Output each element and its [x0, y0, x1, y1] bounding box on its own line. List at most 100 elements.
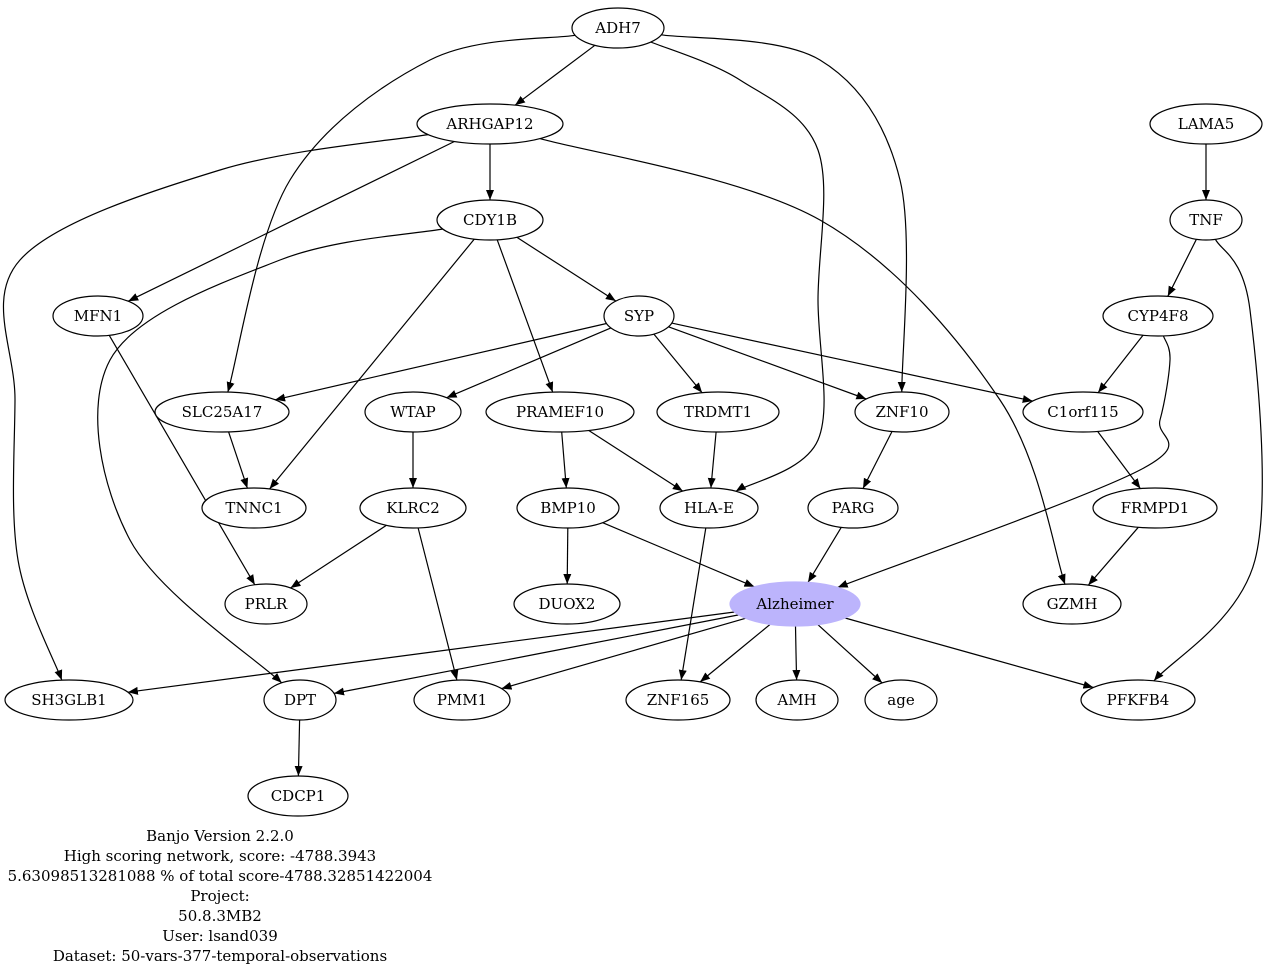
edge-mfn1-to-prlr [108, 335, 256, 586]
edge-line [226, 34, 576, 393]
node-wtap: WTAP [364, 391, 462, 433]
node-label: CDCP1 [271, 787, 326, 805]
node-shape [603, 295, 675, 337]
node-label: CDY1B [463, 211, 517, 229]
edge-c1orf115-to-frmpd1 [1097, 431, 1141, 489]
node-shape [656, 391, 780, 433]
edge-alzheimer-to-dpt [333, 614, 739, 696]
node-shape [359, 487, 467, 529]
edge-line [274, 322, 607, 402]
node-mfn1: MFN1 [52, 295, 144, 337]
edge-adh7-to-znf10 [661, 34, 908, 393]
node-adh7: ADH7 [571, 7, 665, 49]
edge-trdmt1-to-hla-e [707, 431, 717, 489]
edge-line [1097, 334, 1144, 393]
node-shape [807, 487, 899, 529]
node-age: age [864, 679, 938, 721]
node-shape [263, 679, 337, 721]
edge-line [699, 623, 771, 683]
caption-version: Banjo Version 2.2.0 [146, 827, 294, 845]
edge-line [707, 431, 717, 489]
node-label: CYP4F8 [1128, 307, 1189, 325]
node-label: TRDMT1 [684, 403, 752, 421]
edge-alzheimer-to-sh3glb1 [127, 611, 735, 695]
edge-line [844, 617, 1094, 689]
edge-line [514, 44, 596, 106]
edge-line [2, 134, 429, 681]
node-label: HLA-E [684, 499, 734, 517]
node-parg: PARG [807, 487, 899, 529]
node-shape [513, 583, 621, 625]
edge-alzheimer-to-pfkfb4 [844, 617, 1094, 689]
node-alzheimer: Alzheimer [729, 581, 861, 627]
node-label: ADH7 [594, 19, 640, 37]
node-label: PARG [832, 499, 875, 517]
edge-line [127, 611, 735, 695]
node-sh3glb1: SH3GLB1 [4, 679, 134, 721]
node-label: ZNF10 [875, 403, 928, 421]
node-tnnc1: TNNC1 [201, 487, 307, 529]
edge-line [668, 326, 867, 400]
node-dpt: DPT [263, 679, 337, 721]
edge-syp-to-trdmt1 [653, 333, 703, 394]
edge-line [496, 239, 554, 393]
edge-line [294, 719, 303, 777]
edge-line [1097, 431, 1141, 489]
edge-tnf-to-cyp4f8 [1167, 239, 1197, 297]
edge-line [862, 431, 893, 489]
edge-line [516, 236, 617, 302]
edge-line [807, 526, 842, 583]
edge-cdy1b-to-tnnc1 [269, 238, 475, 490]
node-shape [485, 391, 635, 433]
node-shape [224, 583, 308, 625]
node-label: GZMH [1047, 595, 1098, 613]
node-arhgap12: ARHGAP12 [416, 103, 564, 145]
edge-line [588, 429, 684, 492]
node-cyp4f8: CYP4F8 [1102, 295, 1214, 337]
node-label: TNF [1189, 211, 1223, 229]
node-shape [1022, 583, 1122, 625]
node-shape [416, 103, 564, 145]
edge-dpt-to-cdcp1 [294, 719, 303, 777]
edge-adh7-to-slc25a17 [226, 34, 576, 393]
edge-line [417, 527, 459, 681]
edge-line [661, 34, 908, 393]
node-label: LAMA5 [1178, 115, 1235, 133]
node-trdmt1: TRDMT1 [656, 391, 780, 433]
node-slc25a17: SLC25A17 [154, 391, 290, 433]
edge-adh7-to-arhgap12 [514, 44, 596, 106]
node-shape [1169, 199, 1243, 241]
edge-cyp4f8-to-alzheimer [837, 335, 1171, 588]
edge-line [1153, 239, 1263, 682]
edge-cdy1b-to-pramef10 [496, 239, 554, 393]
edge-syp-to-c1orf115 [671, 322, 1033, 403]
caption: Banjo Version 2.2.0 High scoring network… [0, 826, 440, 966]
edge-line [837, 335, 1171, 588]
edge-line [792, 625, 801, 681]
node-label: TNNC1 [225, 499, 282, 517]
caption-project-label: Project: [190, 887, 250, 905]
edge-line [653, 333, 703, 394]
node-duox2: DUOX2 [513, 583, 621, 625]
edge-line [817, 624, 883, 684]
node-label: PRLR [245, 595, 288, 613]
node-shape [364, 391, 462, 433]
edge-line [650, 41, 825, 492]
node-label: Alzheimer [755, 595, 834, 613]
node-znf10: ZNF10 [854, 391, 950, 433]
node-label: PRAMEF10 [516, 403, 604, 421]
node-shape [1102, 295, 1214, 337]
edge-frmpd1-to-gzmh [1087, 526, 1139, 586]
node-shape [413, 679, 511, 721]
node-tnf: TNF [1169, 199, 1243, 241]
edge-arhgap12-to-mfn1 [127, 140, 455, 302]
node-cdy1b: CDY1B [436, 199, 544, 241]
edge-bmp10-to-alzheimer [602, 522, 755, 588]
edge-syp-to-znf10 [668, 326, 867, 400]
node-shape [854, 391, 950, 433]
node-label: SLC25A17 [182, 403, 263, 421]
node-label: WTAP [390, 403, 436, 421]
node-shape [1022, 391, 1144, 433]
edge-cdy1b-to-syp [516, 236, 617, 302]
